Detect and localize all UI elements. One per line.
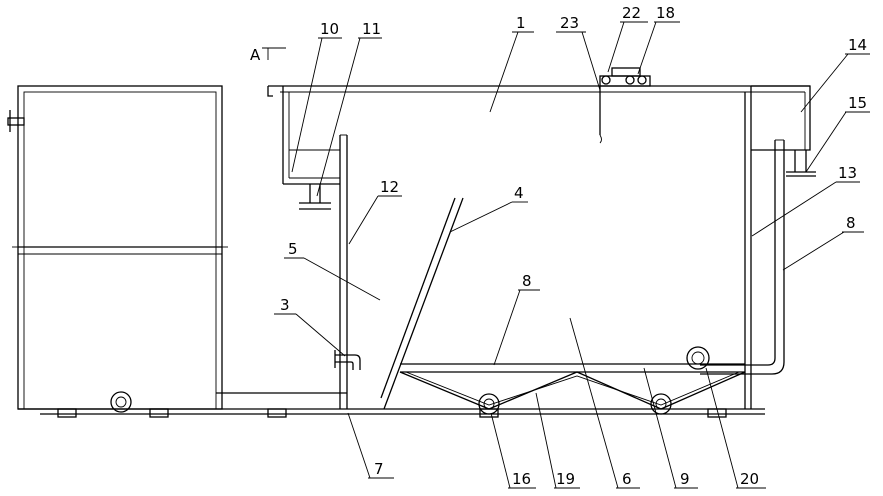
section-mark-a: A [250, 46, 261, 64]
label-6: 6 [622, 470, 632, 488]
label-5: 5 [288, 240, 298, 258]
label-22: 22 [622, 4, 641, 22]
leader-lines [262, 21, 870, 489]
label-19: 19 [556, 470, 575, 488]
label-13: 13 [838, 164, 857, 182]
label-8: 8 [522, 272, 532, 290]
labels: A 10 11 1 23 22 18 14 15 13 12 4 8 5 8 3… [250, 4, 867, 488]
label-9: 9 [680, 470, 690, 488]
base [18, 408, 765, 418]
label-15: 15 [848, 94, 867, 112]
label-12: 12 [380, 178, 399, 196]
label-18: 18 [656, 4, 675, 22]
label-10: 10 [320, 20, 339, 38]
label-3: 3 [280, 296, 290, 314]
label-14: 14 [848, 36, 867, 54]
label-23: 23 [560, 14, 579, 32]
main-tank [267, 67, 816, 415]
label-16: 16 [512, 470, 531, 488]
left-tank [7, 85, 228, 413]
label-11: 11 [362, 20, 381, 38]
label-7: 7 [374, 460, 384, 478]
label-20: 20 [740, 470, 759, 488]
label-4: 4 [514, 184, 524, 202]
label-1: 1 [516, 14, 526, 32]
label-8-right: 8 [846, 214, 856, 232]
